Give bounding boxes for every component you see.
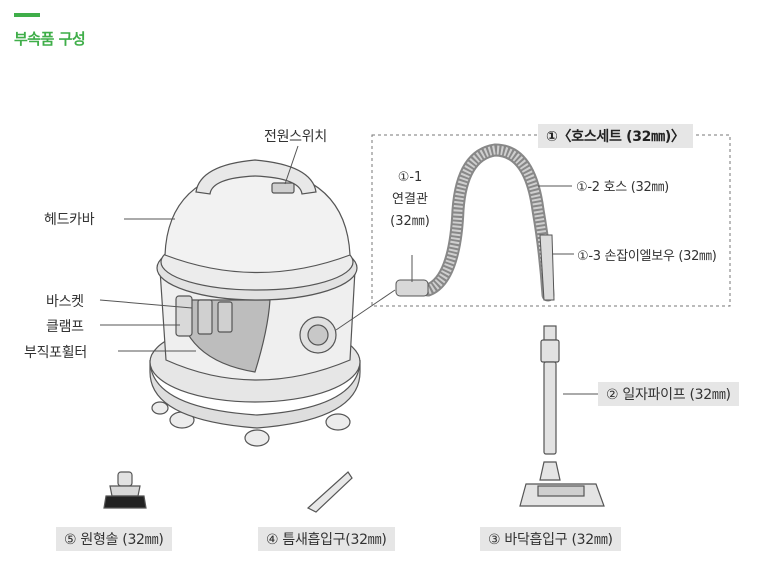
round-brush-caption: ⑤ 원형솔 (32㎜) xyxy=(56,527,172,551)
vacuum-cleaner xyxy=(149,159,361,447)
connector-pipe-label: ①-1 연결관 (32㎜) xyxy=(379,167,441,233)
section-title: 부속품 구성 xyxy=(14,30,86,48)
basket-label: 바스켓 xyxy=(46,294,84,310)
connector-name: 연결관 xyxy=(392,192,428,207)
hose-set-dashed-outline xyxy=(371,134,731,307)
connector-size: (32㎜) xyxy=(390,214,430,229)
hose-set-title: ①〈호스세트 (32㎜)〉 xyxy=(538,124,693,148)
hose-label: ①-2 호스 (32㎜) xyxy=(576,180,669,195)
crevice-nozzle-caption: ④ 틈새흡입구(32㎜) xyxy=(258,527,395,551)
floor-nozzle-shape xyxy=(519,461,605,507)
connector-number: ①-1 xyxy=(397,170,423,185)
straight-pipe-shape xyxy=(540,325,560,455)
round-brush-shape xyxy=(103,471,147,509)
connector-pipe-shape xyxy=(395,279,429,297)
crevice-nozzle-shape xyxy=(306,471,353,513)
handle-elbow-label: ①-3 손잡이엘보우 (32㎜) xyxy=(577,249,717,264)
power-switch-label: 전원스위치 xyxy=(264,129,327,145)
head-cover-label: 헤드카바 xyxy=(44,212,95,228)
straight-pipe-label: ② 일자파이프 (32㎜) xyxy=(598,382,739,406)
clamp-label: 클램프 xyxy=(46,319,84,335)
nonwoven-filter-label: 부직포휠터 xyxy=(24,345,87,361)
hose-assembly xyxy=(395,143,555,302)
vacuum-leader-lines xyxy=(99,145,396,352)
handle-elbow-shape xyxy=(539,234,555,301)
hose-leader-lines xyxy=(411,185,598,395)
floor-nozzle-caption: ③ 바닥흡입구 (32㎜) xyxy=(480,527,621,551)
section-accent-bar xyxy=(14,13,40,17)
